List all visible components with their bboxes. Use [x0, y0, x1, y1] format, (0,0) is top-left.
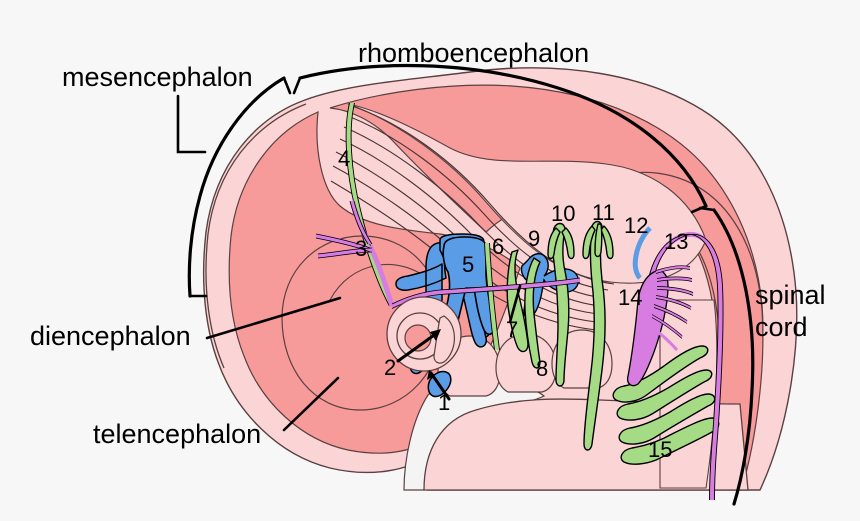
- num1-leader: [429, 371, 451, 401]
- spinal-cord-bracket: [712, 208, 755, 506]
- brain-outer-contour: [205, 103, 307, 369]
- cervical-spinal-nerves: [612, 345, 720, 465]
- trigeminal-nerve-V-outline: [315, 200, 373, 259]
- structure-number-12: 12: [624, 213, 648, 238]
- optic-cup: [386, 296, 462, 372]
- mesencephalon-bracket: [187, 76, 286, 298]
- structure-number-3: 3: [355, 236, 367, 261]
- rhomboencephalon-bracket-tip-left: [292, 76, 302, 95]
- telencephalon-leader: [282, 376, 340, 432]
- label-spinal-cord-line1: spinal: [755, 280, 826, 310]
- structure-number-15: 15: [648, 437, 672, 462]
- structure-number-6: 6: [492, 234, 504, 259]
- num7-leader: [508, 284, 522, 324]
- dorsal-root-arch-13-outline: [645, 234, 724, 501]
- cranial-nerves-magenta: [315, 200, 724, 501]
- num2-leader: [396, 331, 439, 363]
- rhomboencephalon-bracket-tip-right: [690, 204, 708, 214]
- leader-lines-arrow: [396, 331, 451, 401]
- label-diencephalon: diencephalon: [30, 321, 191, 351]
- structure-number-7: 7: [506, 317, 518, 342]
- label-spinal-cord-line2: cord: [755, 312, 808, 342]
- region-brackets: [187, 63, 755, 506]
- label-mesencephalon: mesencephalon: [62, 62, 253, 92]
- hypoglossal-rootlets: [649, 265, 694, 351]
- structure-number-14: 14: [618, 285, 642, 310]
- structure-number-1: 1: [438, 390, 450, 415]
- structure-number-13: 13: [664, 229, 688, 254]
- ophthalmic-branch: [390, 277, 581, 309]
- hypoglossal-rootlets-outline: [651, 265, 694, 339]
- label-telencephalon: telencephalon: [93, 419, 261, 449]
- structure-number-2: 2: [384, 355, 396, 380]
- abducens-nerve-VI-outline: [484, 242, 500, 351]
- structure-number-group: 1 2 3 4 5 6 7 8 9 10 11 12 13 14 15: [338, 146, 688, 462]
- vagus-nerve-X: [582, 220, 614, 451]
- mesencephalon-leader: [176, 94, 207, 154]
- structure-number-8: 8: [536, 356, 548, 381]
- num1-arrowhead: [427, 370, 435, 380]
- structure-number-11: 11: [592, 200, 615, 225]
- trigeminal-nerve-V: [315, 200, 395, 307]
- region-label-group: mesencephalon rhomboencephalon diencepha…: [30, 38, 826, 449]
- structure-number-5: 5: [462, 252, 474, 277]
- label-rhomboencephalon: rhomboencephalon: [358, 38, 589, 68]
- spinal-cord-bracket-tip: [698, 206, 716, 212]
- abducens-nerve-VI: [484, 242, 500, 351]
- diencephalon-leader: [205, 296, 342, 340]
- hypoglossal-nerve-XII: [626, 265, 694, 387]
- trochlear-nerve-IV: [346, 102, 395, 308]
- rhomboencephalon-bracket: [298, 63, 708, 208]
- dorsal-root-arch-13: [645, 231, 724, 501]
- mesencephalon-bracket-tip-top: [282, 76, 292, 95]
- accessory-nerve-blue-XI: [632, 226, 652, 280]
- structure-number-9: 9: [528, 226, 540, 251]
- leader-lines: [176, 94, 522, 432]
- structure-number-10: 10: [551, 201, 575, 226]
- num2-arrowhead: [430, 329, 441, 341]
- fourth-ventricle-cavity: [347, 103, 707, 284]
- structure-number-4: 4: [338, 146, 350, 171]
